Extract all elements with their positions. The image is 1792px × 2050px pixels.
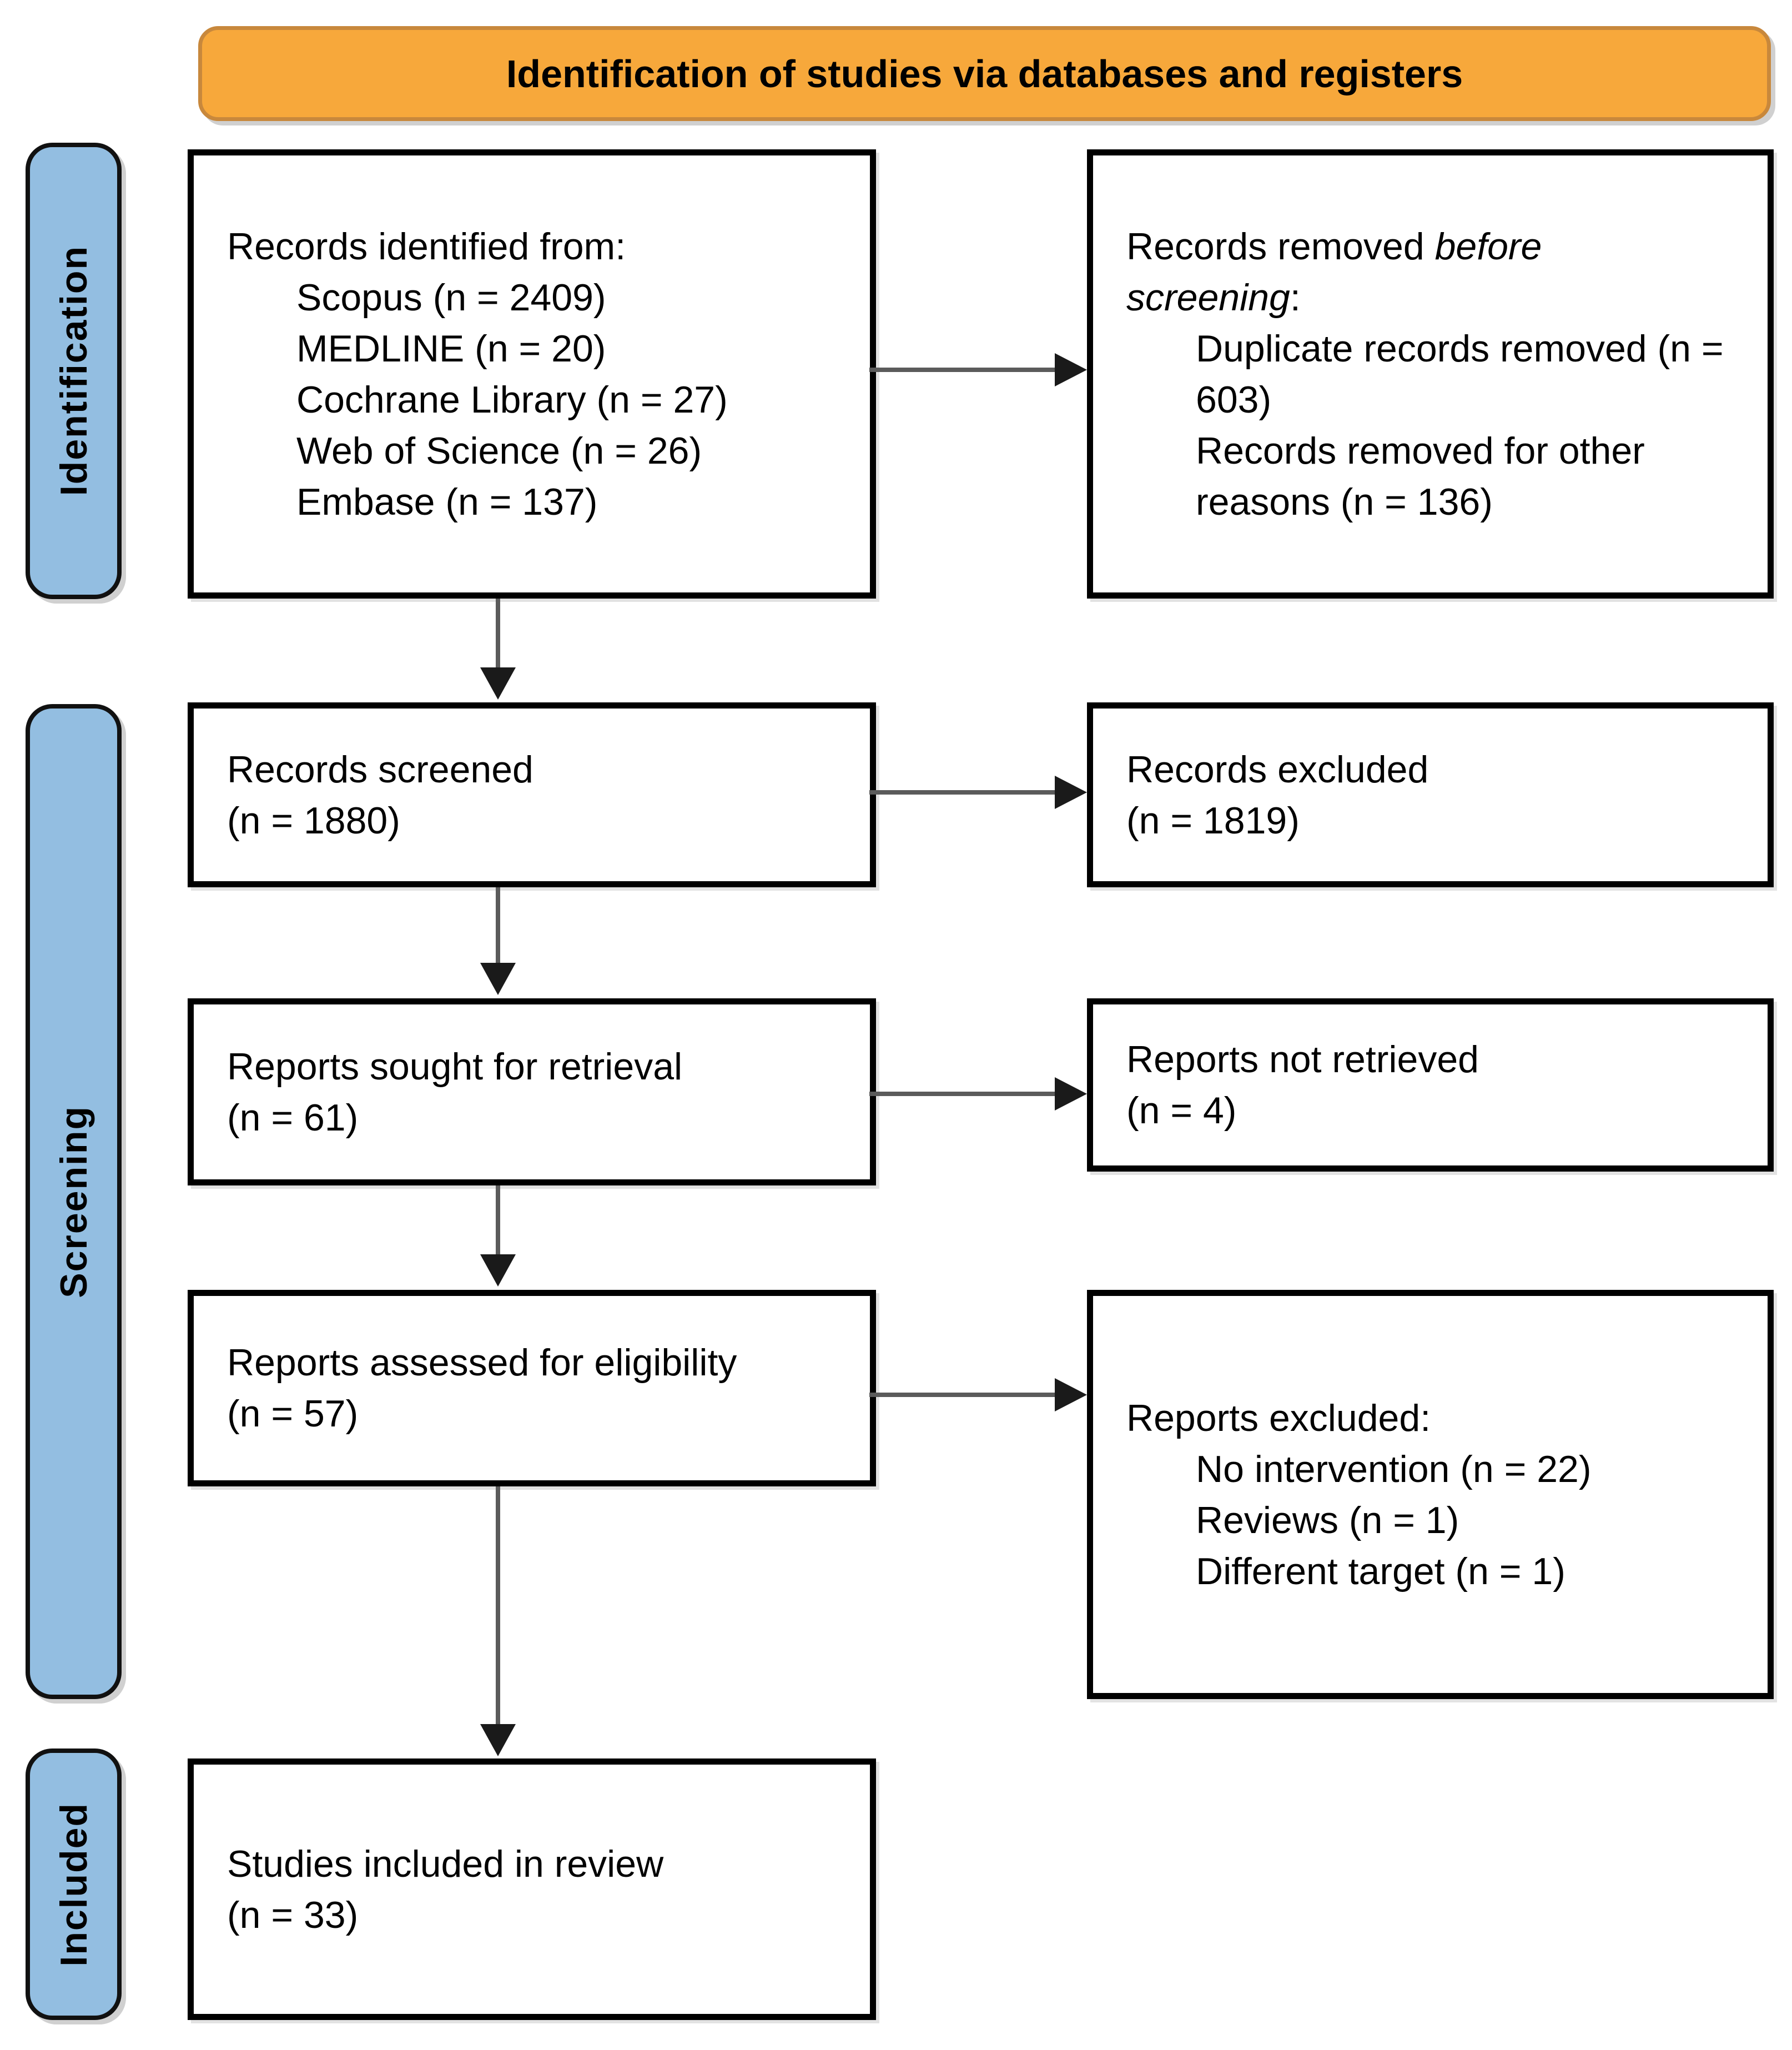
box-studies-included: Studies included in review (n = 33) [188,1758,876,2020]
box-title: Studies included in review [227,1842,664,1885]
arrow-sought-to-assessed [480,1185,516,1287]
box-count: (n = 57) [227,1393,359,1435]
box-title: Reports excluded: [1126,1396,1431,1439]
box-title: Reports sought for retrieval [227,1045,683,1088]
box-count: (n = 4) [1126,1089,1237,1132]
box-title: Records screened [227,748,533,791]
arrow-assessed-to-reports-excluded [869,1377,1087,1413]
arrow-head-icon [480,1254,516,1287]
arrow-stem [869,790,1056,795]
list-item: Records removed for other reasons (n = 1… [1196,429,1645,523]
box-count: (n = 61) [227,1096,359,1139]
stage-label-included-text: Included [52,1802,95,1967]
box-reports-sought: Reports sought for retrieval (n = 61) [188,998,876,1185]
list-item: Embase (n = 137) [296,480,598,523]
list-item: Duplicate records removed (n = 603) [1196,327,1724,421]
arrow-screened-to-sought [480,887,516,995]
arrow-identified-to-removed [869,352,1087,388]
box-reports-excluded: Reports excluded: No intervention (n = 2… [1087,1290,1774,1699]
box-reports-not-retrieved: Reports not retrieved (n = 4) [1087,998,1774,1172]
banner-title: Identification of studies via databases … [506,52,1463,96]
box-records-removed: Records removed before screening: Duplic… [1087,149,1774,599]
box-records-screened: Records screened (n = 1880) [188,702,876,887]
box-title: Records removed before screening: [1126,221,1637,323]
box-reports-assessed: Reports assessed for eligibility (n = 57… [188,1290,876,1486]
arrow-assessed-to-included [480,1486,516,1756]
title-prefix: Records removed [1126,225,1435,268]
banner: Identification of studies via databases … [198,26,1771,121]
arrow-head-icon [480,1724,516,1756]
arrow-stem [496,1185,500,1254]
arrow-stem [496,1486,500,1724]
list-item: MEDLINE (n = 20) [296,327,606,370]
list-item: Cochrane Library (n = 27) [296,378,728,421]
arrow-head-icon [1055,776,1087,809]
stage-label-included: Included [26,1748,122,2020]
list-item: No intervention (n = 22) [1196,1448,1592,1490]
arrow-head-icon [480,667,516,700]
arrow-head-icon [1055,1378,1087,1411]
box-title: Records excluded [1126,748,1429,791]
arrow-stem [869,1393,1056,1397]
box-title: Reports not retrieved [1126,1038,1479,1081]
stage-label-screening-text: Screening [52,1105,95,1298]
list-item: Scopus (n = 2409) [296,276,606,319]
arrow-sought-to-not-retrieved [869,1076,1087,1112]
box-title: Records identified from: [227,225,626,268]
box-count: (n = 33) [227,1893,359,1936]
arrow-screened-to-excluded [869,775,1087,810]
stage-label-screening: Screening [26,704,122,1699]
arrow-identified-to-screened [480,599,516,700]
arrow-head-icon [1055,353,1087,386]
arrow-head-icon [1055,1077,1087,1111]
arrow-stem [496,887,500,963]
title-suffix: : [1290,276,1301,319]
arrow-stem [496,599,500,667]
stage-label-identification-text: Identification [52,245,95,496]
list-item: Reviews (n = 1) [1196,1499,1459,1541]
list-item: Different target (n = 1) [1196,1550,1566,1592]
box-count: (n = 1819) [1126,799,1300,842]
box-records-excluded: Records excluded (n = 1819) [1087,702,1774,887]
arrow-head-icon [480,963,516,995]
box-title: Reports assessed for eligibility [227,1341,737,1384]
box-records-identified: Records identified from: Scopus (n = 240… [188,149,876,599]
arrow-stem [869,368,1056,372]
arrow-stem [869,1092,1056,1096]
list-item: Web of Science (n = 26) [296,429,702,472]
box-count: (n = 1880) [227,799,400,842]
title-italic: before screening [1126,225,1542,319]
stage-label-identification: Identification [26,143,122,599]
